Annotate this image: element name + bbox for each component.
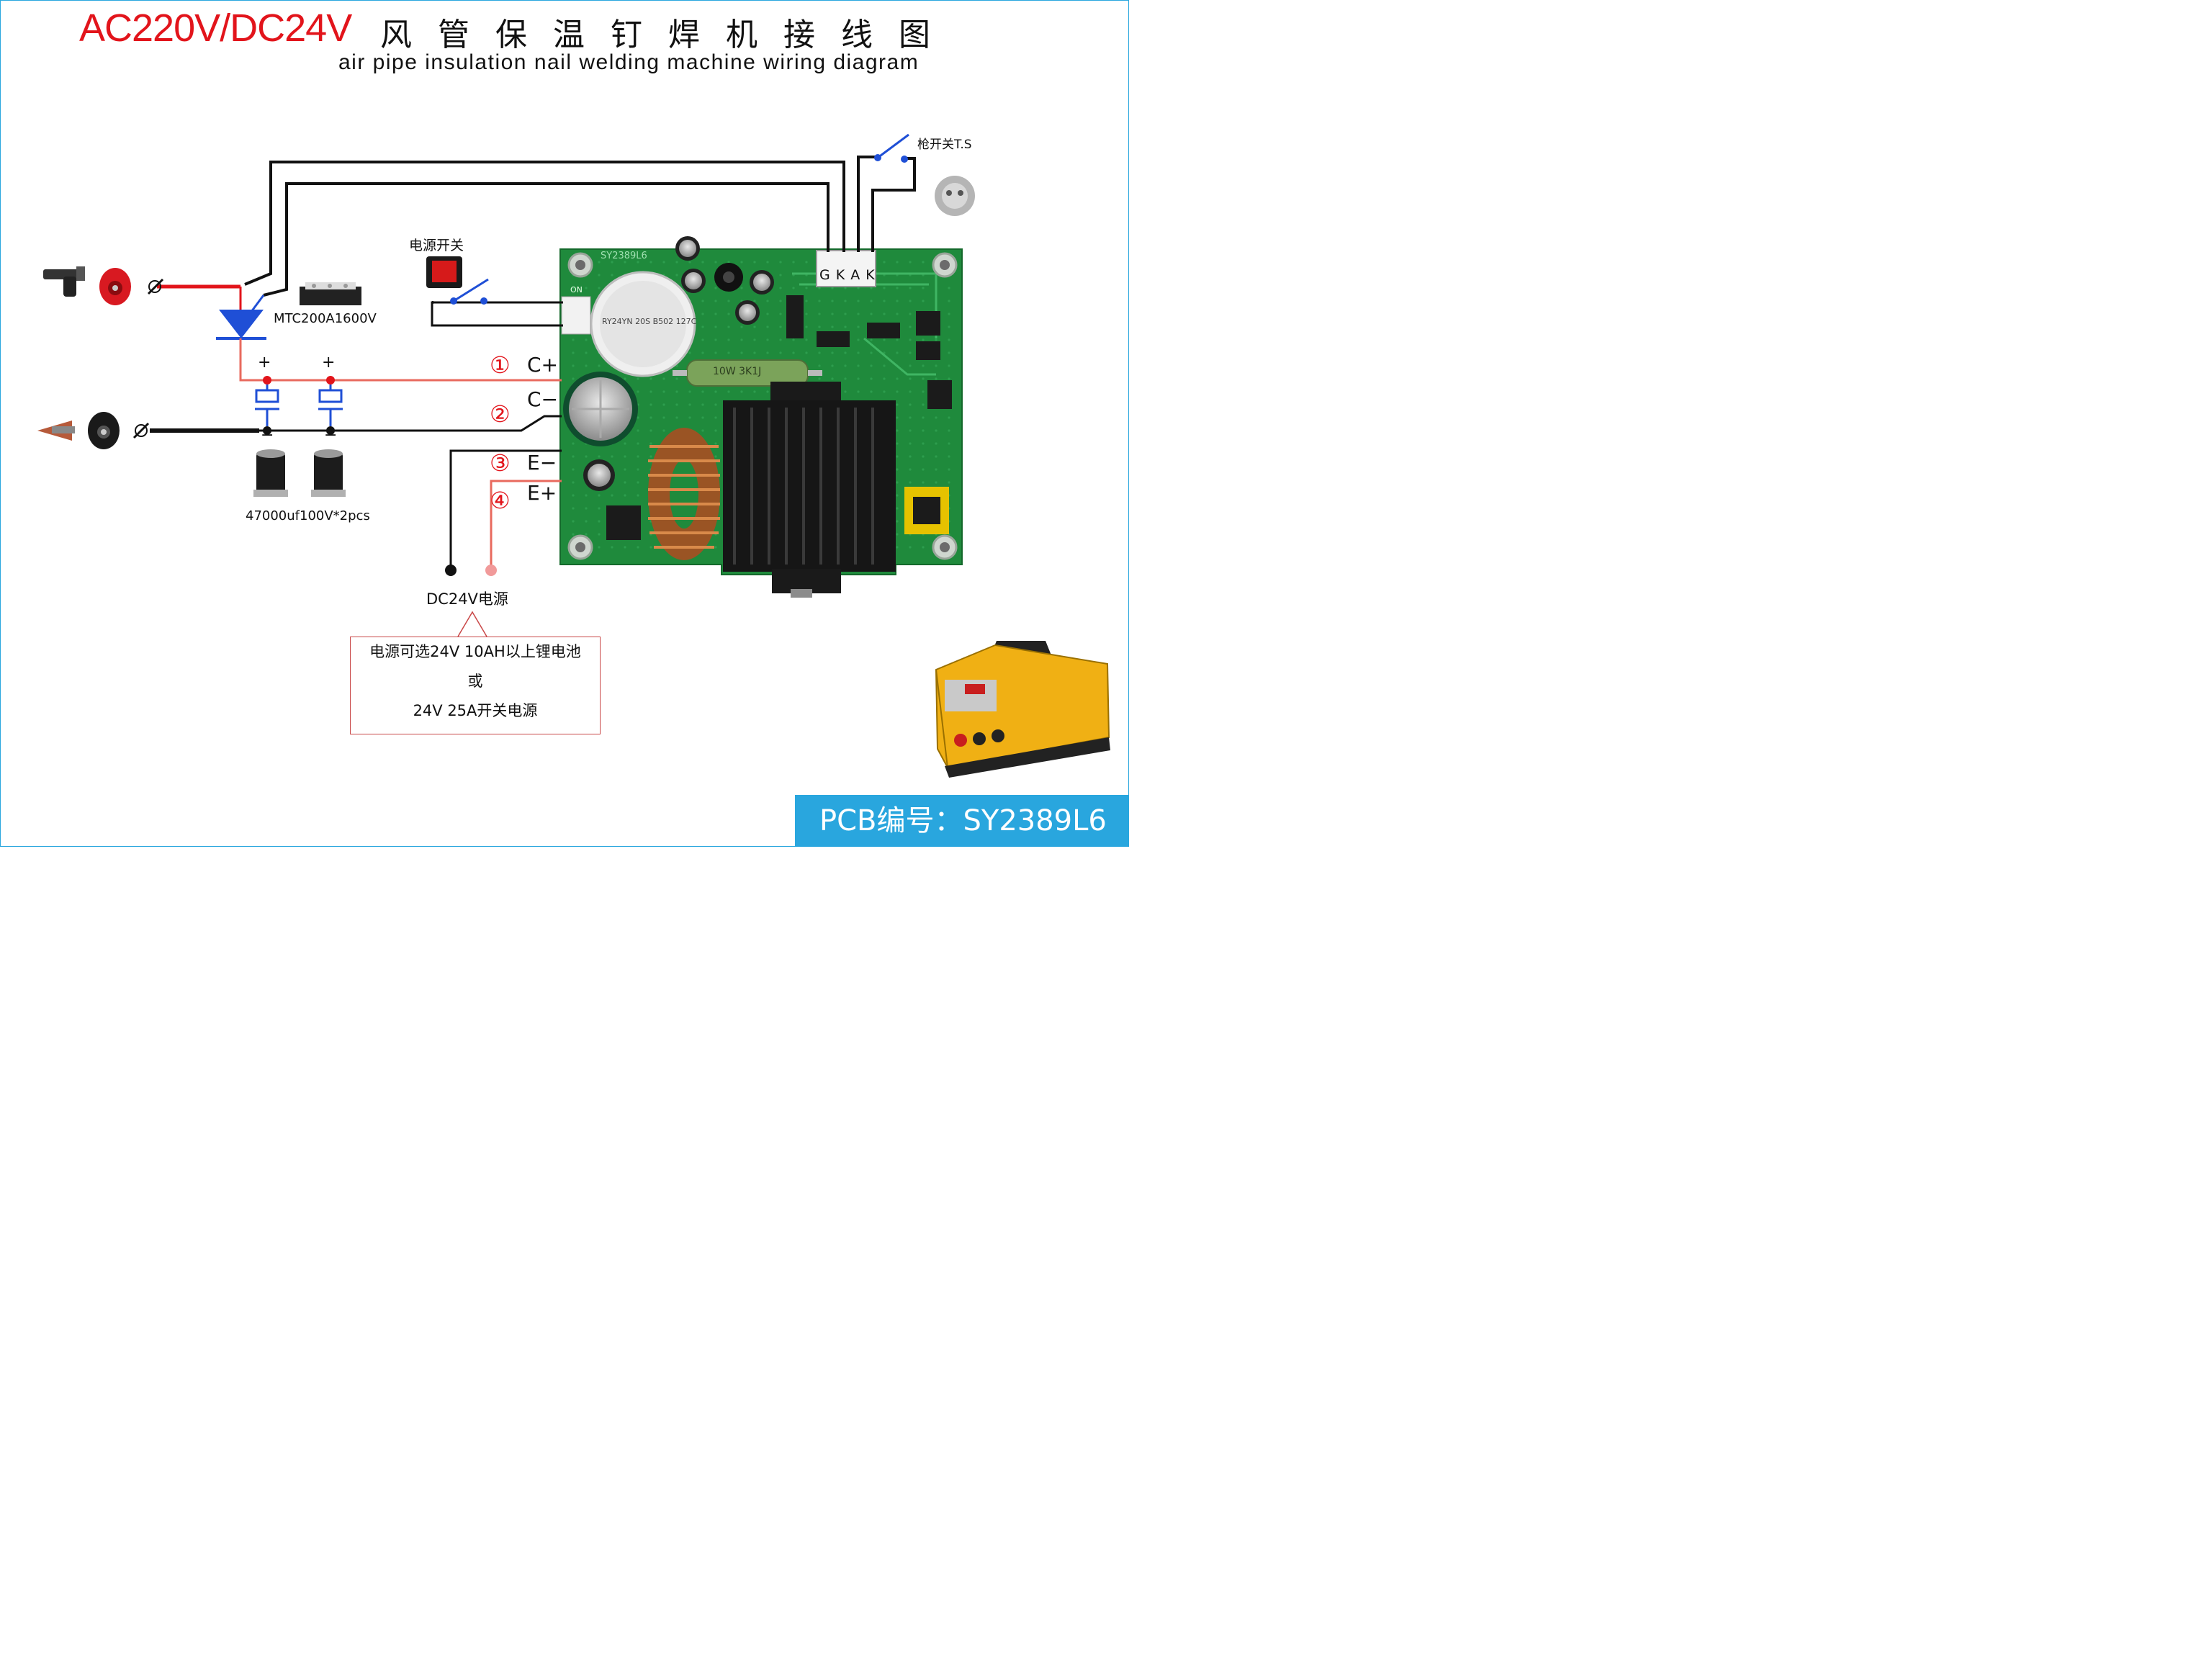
mounting-hole (567, 252, 593, 278)
black-connector-icon (88, 412, 120, 449)
plus-sign-1: + (258, 354, 271, 372)
wiring-diagram (37, 133, 1110, 778)
power-switch-symbol[interactable] (431, 278, 563, 327)
capacitor-photo-1 (253, 449, 288, 497)
welding-gun-icon (43, 266, 85, 297)
note-line-1: 电源可选24V 10AH以上锂电池 (369, 643, 581, 660)
resistor-marking: 10W 3K1J (713, 366, 762, 377)
e-plus-wire (490, 480, 562, 570)
capacitor-photo-2 (311, 449, 346, 497)
on-connector (561, 296, 591, 335)
power-source-note: 电源可选24V 10AH以上锂电池 或 24V 25A开关电源 (350, 637, 601, 734)
negative-rail (150, 415, 562, 432)
red-connector-icon (99, 268, 131, 305)
relay-marking: RY24YN 20S B502 127C (602, 317, 697, 326)
pcb-board (559, 236, 963, 598)
pcb-silk-model: SY2389L6 (601, 251, 647, 261)
rocker-switch-icon (426, 256, 462, 288)
relay (590, 271, 696, 377)
minus-sign-1: − (261, 426, 274, 444)
terminal-e-minus: E− (527, 451, 557, 475)
terminal-number-1: ① (490, 351, 511, 379)
power-resistor (673, 359, 822, 387)
e-minus-wire (449, 449, 562, 570)
gun-switch-wire-k (871, 157, 916, 252)
small-capacitor (735, 300, 760, 325)
note-line-3: 24V 25A开关电源 (413, 702, 538, 719)
page-frame (0, 0, 1129, 847)
connector-pin-label: G K A K (819, 267, 876, 283)
welding-machine-icon (935, 641, 1110, 778)
gun-switch-symbol[interactable] (874, 133, 909, 163)
ic-chip (916, 341, 940, 360)
plus-sign-2: + (322, 354, 336, 372)
gate-wire (244, 161, 845, 286)
small-capacitor (583, 459, 615, 491)
large-capacitor (563, 372, 638, 446)
positive-rail (239, 338, 562, 382)
ic-chip (927, 380, 952, 409)
small-capacitor (750, 270, 774, 295)
terminal-number-3: ③ (490, 449, 511, 477)
capacitor-symbol-1 (255, 385, 279, 426)
small-capacitor (675, 236, 700, 261)
gkak-connector (816, 250, 876, 287)
inductor (714, 263, 743, 292)
transformer (904, 487, 949, 534)
title-english: air pipe insulation nail welding machine… (338, 50, 920, 74)
aviation-plug-icon (935, 176, 975, 216)
cathode-wire (263, 182, 830, 297)
power-switch-label: 电源开关 (409, 238, 464, 253)
mounting-hole (932, 252, 958, 278)
capacitor-symbol-2 (318, 385, 343, 426)
thyristor-model-label: MTC200A1600V (274, 311, 377, 326)
terminal-number-2: ② (490, 400, 511, 428)
ground-clamp-icon (37, 421, 75, 441)
heatsink (723, 382, 896, 598)
pcb-on-silk: ON (570, 285, 583, 295)
pcb-number-tag: PCB编号：SY2389L6 (795, 795, 1129, 847)
gun-switch-wire-a (857, 156, 877, 252)
ic-chip (786, 295, 804, 338)
thyristor-module-icon (300, 282, 361, 305)
terminal-c-minus: C− (527, 387, 559, 411)
small-capacitor (681, 269, 706, 293)
terminal-number-4: ④ (490, 487, 511, 514)
callout-pointer (457, 611, 487, 637)
ic-chip (916, 311, 940, 336)
dc-power-label: DC24V电源 (426, 590, 508, 608)
mounting-hole (567, 534, 593, 560)
gun-switch-label: 枪开关T.S (917, 138, 972, 152)
terminal-c-plus: C+ (527, 353, 559, 377)
mounting-hole (932, 534, 958, 560)
title-chinese: 风管保温钉焊机接线图 (380, 17, 956, 53)
note-line-2: 或 (467, 673, 483, 690)
capacitor-spec-label: 47000uf100V*2pcs (246, 508, 370, 523)
ic-chip (867, 323, 900, 338)
terminal-e-plus: E+ (527, 481, 557, 505)
ic-chip (817, 331, 850, 347)
title-voltage: AC220V/DC24V (79, 6, 352, 50)
toroid-inductor (648, 428, 720, 560)
mosfet (606, 505, 641, 540)
minus-sign-2: − (324, 426, 338, 444)
